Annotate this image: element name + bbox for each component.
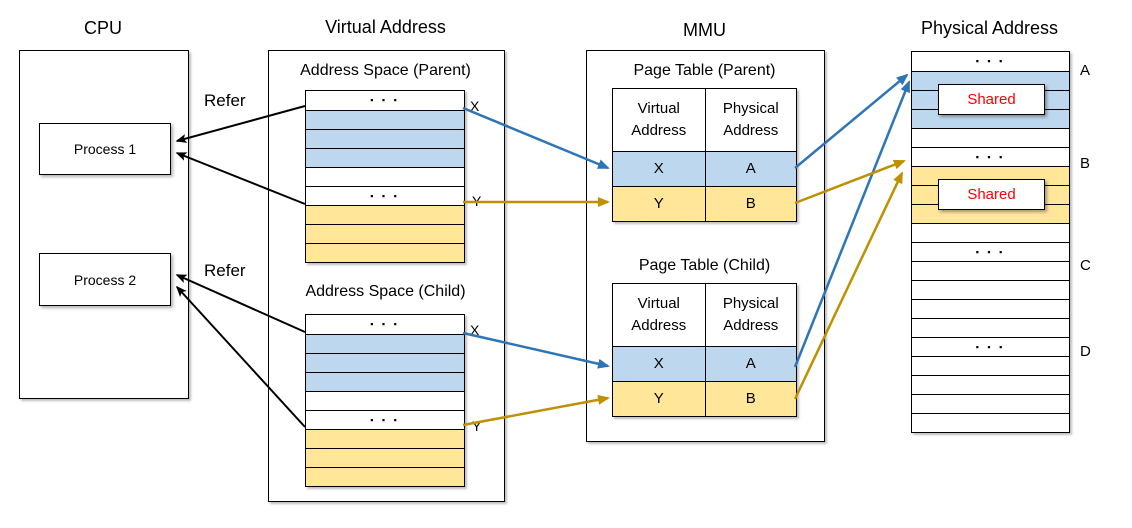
ellipsis-glyph: ▪ ▪ ▪: [975, 246, 1006, 257]
page-table-child-cell-y: Y: [613, 381, 705, 416]
address-space-child-stack: ▪ ▪ ▪ ▪ ▪ ▪: [305, 314, 465, 487]
process-2-box: Process 2: [39, 253, 171, 306]
parent-x-label: X: [470, 98, 480, 114]
process-1-label: Process 1: [73, 141, 137, 157]
memory-row-blue: [306, 353, 464, 372]
cpu-box: Process 1 Process 2: [19, 50, 189, 399]
memory-row-white: [912, 280, 1069, 299]
memory-row-yellow: [306, 467, 464, 486]
physical-address-title: Physical Address: [920, 18, 1059, 38]
memory-row-yellow: [306, 224, 464, 243]
page-table-parent-header-physical: Physical Address: [704, 89, 797, 151]
child-y-label: Y: [472, 418, 482, 434]
memory-row-yellow: [306, 429, 464, 448]
memory-row-white: [912, 375, 1069, 394]
process-1-box: Process 1: [39, 123, 171, 175]
memory-row-white: [306, 167, 464, 186]
memory-row-yellow: [306, 448, 464, 467]
memory-row-white: [912, 223, 1069, 242]
memory-row-white: [912, 394, 1069, 413]
memory-row-blue: [306, 129, 464, 148]
parent-y-label: Y: [472, 193, 482, 209]
physical-section-label-a: A: [1080, 62, 1091, 79]
page-table-child-cell-x: X: [613, 346, 705, 381]
memory-row-blue: [306, 148, 464, 167]
memory-row-ellipsis: ▪ ▪ ▪: [306, 315, 464, 334]
shared-badge-a: Shared: [938, 84, 1045, 115]
page-table-child-cell-a: A: [704, 346, 796, 381]
page-table-child-header-physical: Physical Address: [704, 284, 797, 346]
memory-row-ellipsis: ▪ ▪ ▪: [912, 147, 1069, 166]
page-table-child-cell-b: B: [704, 381, 796, 416]
memory-row-ellipsis: ▪ ▪ ▪: [912, 337, 1069, 356]
memory-row-yellow: [306, 243, 464, 262]
ellipsis-glyph: ▪ ▪ ▪: [370, 95, 400, 105]
memory-row-ellipsis: ▪ ▪ ▪: [306, 186, 464, 205]
page-table-parent: Virtual Address Physical Address X A Y B: [612, 88, 797, 222]
memory-row-white: [912, 356, 1069, 375]
ellipsis-glyph: ▪ ▪ ▪: [370, 319, 400, 329]
memory-row-yellow: [306, 205, 464, 224]
physical-section-label-d: D: [1080, 343, 1091, 360]
memory-row-ellipsis: ▪ ▪ ▪: [912, 52, 1069, 71]
shared-badge-b: Shared: [938, 179, 1045, 210]
page-table-parent-header-virtual: Virtual Address: [631, 100, 687, 139]
page-table-parent-cell-a: A: [704, 151, 796, 186]
memory-row-white: [912, 318, 1069, 337]
physical-section-label-b: B: [1080, 155, 1091, 172]
page-table-parent-cell-b: B: [704, 186, 796, 221]
memory-row-blue: [306, 334, 464, 353]
page-table-child: Virtual Address Physical Address X A Y B: [612, 283, 797, 417]
refer-label-parent: Refer: [204, 91, 246, 110]
ellipsis-glyph: ▪ ▪ ▪: [370, 190, 400, 201]
address-space-child-label: Address Space (Child): [305, 283, 466, 300]
memory-row-white: [912, 413, 1069, 432]
ellipsis-glyph: ▪ ▪ ▪: [975, 56, 1006, 66]
page-table-parent-label: Page Table (Parent): [633, 62, 776, 79]
ellipsis-glyph: ▪ ▪ ▪: [975, 341, 1006, 352]
memory-row-blue: [306, 110, 464, 129]
process-2-label: Process 2: [73, 271, 137, 288]
page-table-parent-cell-x: X: [613, 151, 705, 186]
shared-badge-b-label: Shared: [967, 186, 1016, 203]
shared-badge-a-label: Shared: [967, 91, 1016, 108]
memory-row-white: [306, 391, 464, 410]
refer-label-child: Refer: [204, 261, 246, 280]
page-table-parent-cell-y: Y: [613, 186, 705, 221]
memory-row-white: [912, 299, 1069, 318]
child-x-label: X: [470, 322, 480, 338]
memory-row-ellipsis: ▪ ▪ ▪: [306, 410, 464, 429]
virtual-address-title: Virtual Address: [325, 17, 446, 37]
memory-row-white: [912, 261, 1069, 280]
ellipsis-glyph: ▪ ▪ ▪: [975, 151, 1006, 162]
address-space-parent-label: Address Space (Parent): [300, 62, 471, 79]
memory-row-white: [912, 128, 1069, 147]
page-table-child-label: Page Table (Child): [638, 257, 771, 274]
cpu-title: CPU: [83, 18, 122, 38]
address-space-parent-stack: ▪ ▪ ▪ ▪ ▪ ▪: [305, 90, 465, 263]
physical-section-label-c: C: [1080, 257, 1091, 274]
memory-row-ellipsis: ▪ ▪ ▪: [306, 91, 464, 110]
page-table-child-header-virtual: Virtual Address: [631, 295, 687, 334]
ellipsis-glyph: ▪ ▪ ▪: [370, 414, 400, 425]
mmu-title: MMU: [683, 20, 726, 40]
memory-row-blue: [306, 372, 464, 391]
memory-row-ellipsis: ▪ ▪ ▪: [912, 242, 1069, 261]
